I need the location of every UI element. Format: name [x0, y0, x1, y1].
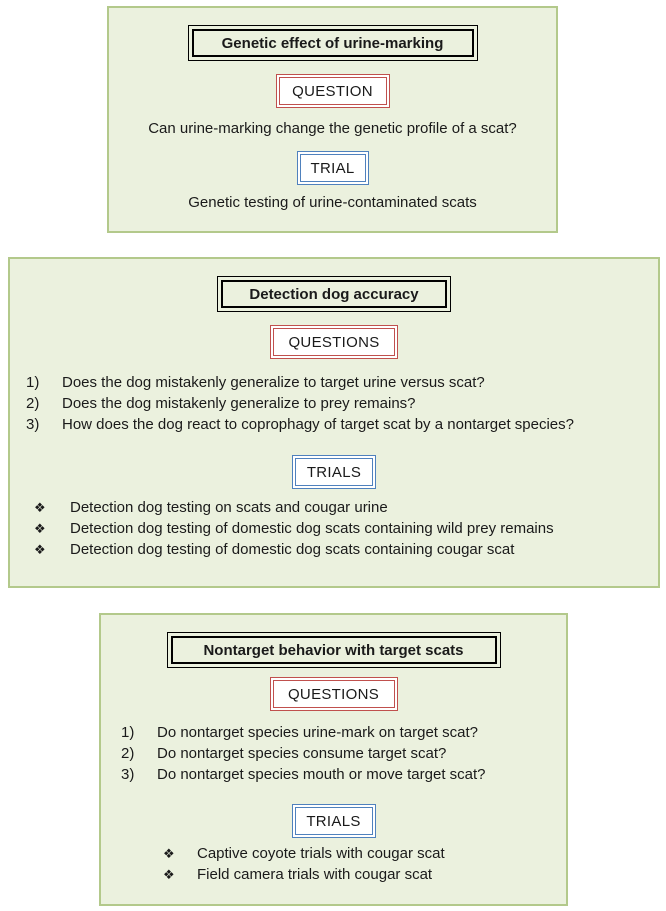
list-item: ❖ Captive coyote trials with cougar scat: [163, 843, 445, 864]
list-item-number: 2): [121, 745, 135, 762]
panel-detection-dog-accuracy: Detection dog accuracy QUESTIONS 1) Does…: [8, 257, 660, 588]
trial-text: Genetic testing of urine-contaminated sc…: [188, 194, 477, 211]
panel-title: Genetic effect of urine-marking: [191, 29, 474, 57]
question-text: Can urine-marking change the genetic pro…: [148, 120, 517, 137]
trial-label-box: TRIALS: [292, 455, 376, 489]
panel-title: Detection dog accuracy: [221, 280, 447, 308]
diamond-bullet-icon: ❖: [163, 867, 175, 882]
list-item-number: 1): [121, 724, 135, 741]
list-item-text: Do nontarget species urine-mark on targe…: [157, 724, 478, 741]
list-item-text: Captive coyote trials with cougar scat: [197, 845, 445, 862]
panel-title-box: Detection dog accuracy: [217, 276, 451, 312]
trial-label-box: TRIAL: [296, 151, 369, 185]
trial-label-box: TRIALS: [291, 804, 376, 838]
list-item: 1) Do nontarget species urine-mark on ta…: [121, 722, 486, 743]
trial-label: TRIALS: [294, 807, 373, 835]
trials-list: ❖ Detection dog testing on scats and cou…: [34, 497, 554, 560]
list-item: 3) Do nontarget species mouth or move ta…: [121, 764, 486, 785]
trials-list: ❖ Captive coyote trials with cougar scat…: [163, 843, 445, 885]
list-item: 1) Does the dog mistakenly generalize to…: [26, 372, 574, 393]
diamond-bullet-icon: ❖: [34, 521, 46, 536]
trial-label: TRIALS: [295, 458, 373, 486]
question-label-box: QUESTIONS: [270, 325, 398, 359]
diamond-bullet-icon: ❖: [163, 846, 175, 861]
list-item-text: Do nontarget species consume target scat…: [157, 745, 447, 762]
list-item-number: 3): [121, 766, 135, 783]
panel-title-box: Nontarget behavior with target scats: [166, 632, 501, 668]
questions-list: 1) Does the dog mistakenly generalize to…: [26, 372, 574, 435]
list-item: ❖ Detection dog testing of domestic dog …: [34, 518, 554, 539]
list-item-text: Detection dog testing of domestic dog sc…: [70, 520, 554, 537]
question-label-box: QUESTION: [275, 74, 390, 108]
question-label: QUESTION: [278, 77, 387, 105]
panel-genetic-effect: Genetic effect of urine-marking QUESTION…: [107, 6, 558, 233]
question-label: QUESTIONS: [272, 680, 395, 708]
list-item-number: 3): [26, 416, 40, 433]
list-item-text: How does the dog react to coprophagy of …: [62, 416, 574, 433]
list-item-text: Does the dog mistakenly generalize to pr…: [62, 395, 416, 412]
trial-label: TRIAL: [299, 154, 366, 182]
list-item-number: 2): [26, 395, 40, 412]
list-item: ❖ Detection dog testing on scats and cou…: [34, 497, 554, 518]
list-item-number: 1): [26, 374, 40, 391]
list-item-text: Field camera trials with cougar scat: [197, 866, 433, 883]
diamond-bullet-icon: ❖: [34, 542, 46, 557]
panel-title: Nontarget behavior with target scats: [170, 636, 497, 664]
list-item: 3) How does the dog react to coprophagy …: [26, 414, 574, 435]
list-item-text: Detection dog testing of domestic dog sc…: [70, 541, 515, 558]
list-item: ❖ Detection dog testing of domestic dog …: [34, 539, 554, 560]
list-item-text: Does the dog mistakenly generalize to ta…: [62, 374, 485, 391]
diamond-bullet-icon: ❖: [34, 500, 46, 515]
list-item: 2) Does the dog mistakenly generalize to…: [26, 393, 574, 414]
questions-list: 1) Do nontarget species urine-mark on ta…: [121, 722, 486, 785]
question-label-box: QUESTIONS: [269, 677, 398, 711]
list-item: 2) Do nontarget species consume target s…: [121, 743, 486, 764]
list-item-text: Do nontarget species mouth or move targe…: [157, 766, 486, 783]
list-item-text: Detection dog testing on scats and couga…: [70, 499, 388, 516]
list-item: ❖ Field camera trials with cougar scat: [163, 864, 445, 885]
panel-nontarget-behavior: Nontarget behavior with target scats QUE…: [99, 613, 568, 906]
panel-title-box: Genetic effect of urine-marking: [187, 25, 478, 61]
question-label: QUESTIONS: [273, 328, 395, 356]
